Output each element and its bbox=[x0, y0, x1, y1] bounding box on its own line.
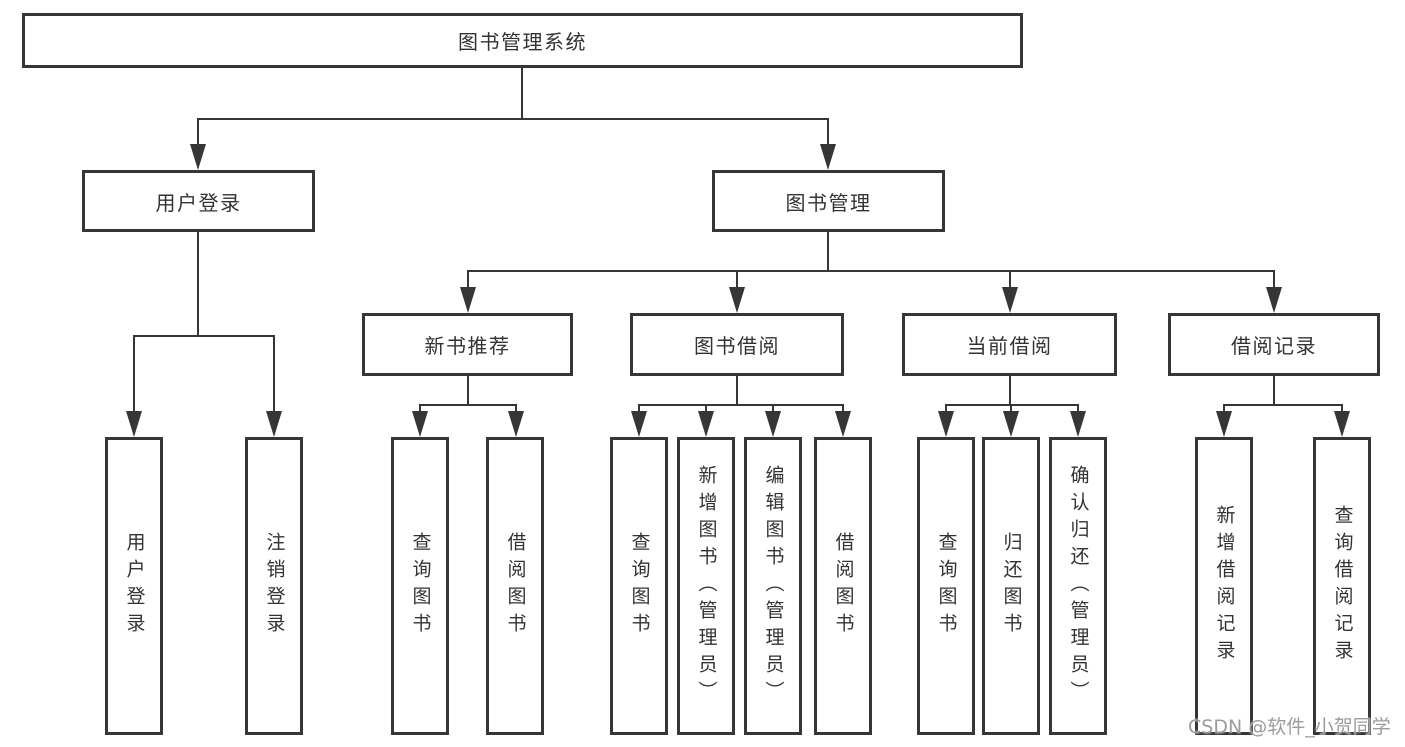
connector-vline bbox=[736, 374, 738, 406]
node-borrowing-records: 借阅记录 bbox=[1168, 313, 1380, 376]
node-book-management: 图书管理 bbox=[712, 170, 945, 232]
node-label: 图书管理系统 bbox=[458, 30, 587, 54]
arrow-down-icon bbox=[631, 411, 647, 437]
csdn-watermark: CSDN @软件_小贺同学 bbox=[1188, 716, 1391, 738]
connector-hline bbox=[133, 335, 275, 337]
leaf-label: 借阅图书 bbox=[832, 532, 855, 640]
connector-vline bbox=[827, 118, 829, 148]
connector-vline bbox=[515, 404, 517, 416]
node-label: 用户登录 bbox=[155, 190, 242, 215]
connector-hline bbox=[945, 404, 1079, 406]
connector-vline bbox=[736, 270, 738, 290]
node-library-management-system: 图书管理系统 bbox=[22, 13, 1023, 68]
leaf-label: 查询图书 bbox=[409, 532, 432, 640]
connector-vline bbox=[197, 118, 199, 148]
connector-vline bbox=[1223, 404, 1225, 416]
arrow-down-icon bbox=[698, 411, 714, 437]
node-user-login: 用户登录 bbox=[82, 170, 315, 232]
connector-hline bbox=[419, 404, 517, 406]
node-book-borrowing: 图书借阅 bbox=[630, 313, 844, 376]
connector-vline bbox=[467, 270, 469, 290]
connector-hline bbox=[638, 404, 844, 406]
leaf-label: 借阅图书 bbox=[504, 532, 527, 640]
connector-vline bbox=[467, 374, 469, 406]
leaf-add-borrow-record: 新增借阅记录 bbox=[1195, 437, 1253, 735]
node-label: 图书管理 bbox=[785, 190, 872, 215]
arrow-down-icon bbox=[835, 411, 851, 437]
leaf-user-login: 用户登录 bbox=[105, 437, 163, 735]
connector-vline bbox=[1009, 270, 1011, 290]
arrow-down-icon bbox=[190, 144, 206, 170]
connector-vline bbox=[1010, 404, 1012, 416]
leaf-label: 新增图书（管理员） bbox=[695, 464, 718, 708]
leaf-label: 编辑图书（管理员） bbox=[762, 464, 785, 708]
arrow-down-icon bbox=[1070, 411, 1086, 437]
node-current-borrowing: 当前借阅 bbox=[902, 313, 1117, 376]
leaf-query-books-borrowing: 查询图书 bbox=[610, 437, 668, 735]
connector-vline bbox=[638, 404, 640, 416]
leaf-logout: 注销登录 bbox=[245, 437, 303, 735]
connector-vline bbox=[945, 404, 947, 416]
leaf-query-borrow-record: 查询借阅记录 bbox=[1313, 437, 1371, 735]
node-label: 借阅记录 bbox=[1231, 334, 1317, 358]
leaf-query-books-current: 查询图书 bbox=[917, 437, 975, 735]
leaf-label: 确认归还（管理员） bbox=[1067, 464, 1090, 708]
connector-vline bbox=[842, 404, 844, 416]
connector-vline bbox=[1273, 270, 1275, 290]
leaf-confirm-return-admin: 确认归还（管理员） bbox=[1049, 437, 1107, 735]
leaf-label: 用户登录 bbox=[123, 532, 146, 640]
connector-vline bbox=[133, 335, 135, 413]
leaf-label: 新增借阅记录 bbox=[1213, 505, 1236, 667]
arrow-down-icon bbox=[1003, 411, 1019, 437]
arrow-down-icon bbox=[729, 287, 745, 313]
arrow-down-icon bbox=[1002, 287, 1018, 313]
node-label: 图书借阅 bbox=[694, 334, 780, 358]
connector-hline bbox=[197, 118, 829, 120]
arrow-down-icon bbox=[1266, 287, 1282, 313]
connector-vline bbox=[521, 66, 523, 119]
leaf-query-books-recommend: 查询图书 bbox=[391, 437, 449, 735]
connector-hline bbox=[467, 270, 1275, 272]
leaf-label: 查询借阅记录 bbox=[1331, 505, 1354, 667]
connector-vline bbox=[1009, 374, 1011, 406]
leaf-add-book-admin: 新增图书（管理员） bbox=[677, 437, 735, 735]
connector-vline bbox=[827, 230, 829, 272]
arrow-down-icon bbox=[412, 411, 428, 437]
arrow-down-icon bbox=[938, 411, 954, 437]
connector-hline bbox=[1223, 404, 1343, 406]
node-label: 当前借阅 bbox=[966, 334, 1053, 358]
connector-vline bbox=[273, 335, 275, 413]
connector-vline bbox=[419, 404, 421, 416]
connector-vline bbox=[772, 404, 774, 416]
arrow-down-icon bbox=[765, 411, 781, 437]
connector-vline bbox=[1341, 404, 1343, 416]
leaf-label: 注销登录 bbox=[263, 532, 286, 640]
leaf-borrow-books-borrowing: 借阅图书 bbox=[814, 437, 872, 735]
arrow-down-icon bbox=[460, 287, 476, 313]
arrow-down-icon bbox=[820, 144, 836, 170]
connector-vline bbox=[197, 230, 199, 337]
leaf-label: 查询图书 bbox=[628, 532, 651, 640]
arrow-down-icon bbox=[508, 411, 524, 437]
node-label: 新书推荐 bbox=[424, 334, 511, 358]
connector-vline bbox=[1077, 404, 1079, 416]
arrow-down-icon bbox=[266, 411, 282, 437]
arrow-down-icon bbox=[1216, 411, 1232, 437]
leaf-label: 归还图书 bbox=[1000, 532, 1023, 640]
arrow-down-icon bbox=[126, 411, 142, 437]
leaf-edit-book-admin: 编辑图书（管理员） bbox=[744, 437, 802, 735]
leaf-borrow-books-recommend: 借阅图书 bbox=[486, 437, 544, 735]
leaf-return-book: 归还图书 bbox=[982, 437, 1040, 735]
leaf-label: 查询图书 bbox=[935, 532, 958, 640]
connector-vline bbox=[705, 404, 707, 416]
connector-vline bbox=[1273, 374, 1275, 406]
arrow-down-icon bbox=[1334, 411, 1350, 437]
node-new-book-recommendation: 新书推荐 bbox=[362, 313, 573, 376]
